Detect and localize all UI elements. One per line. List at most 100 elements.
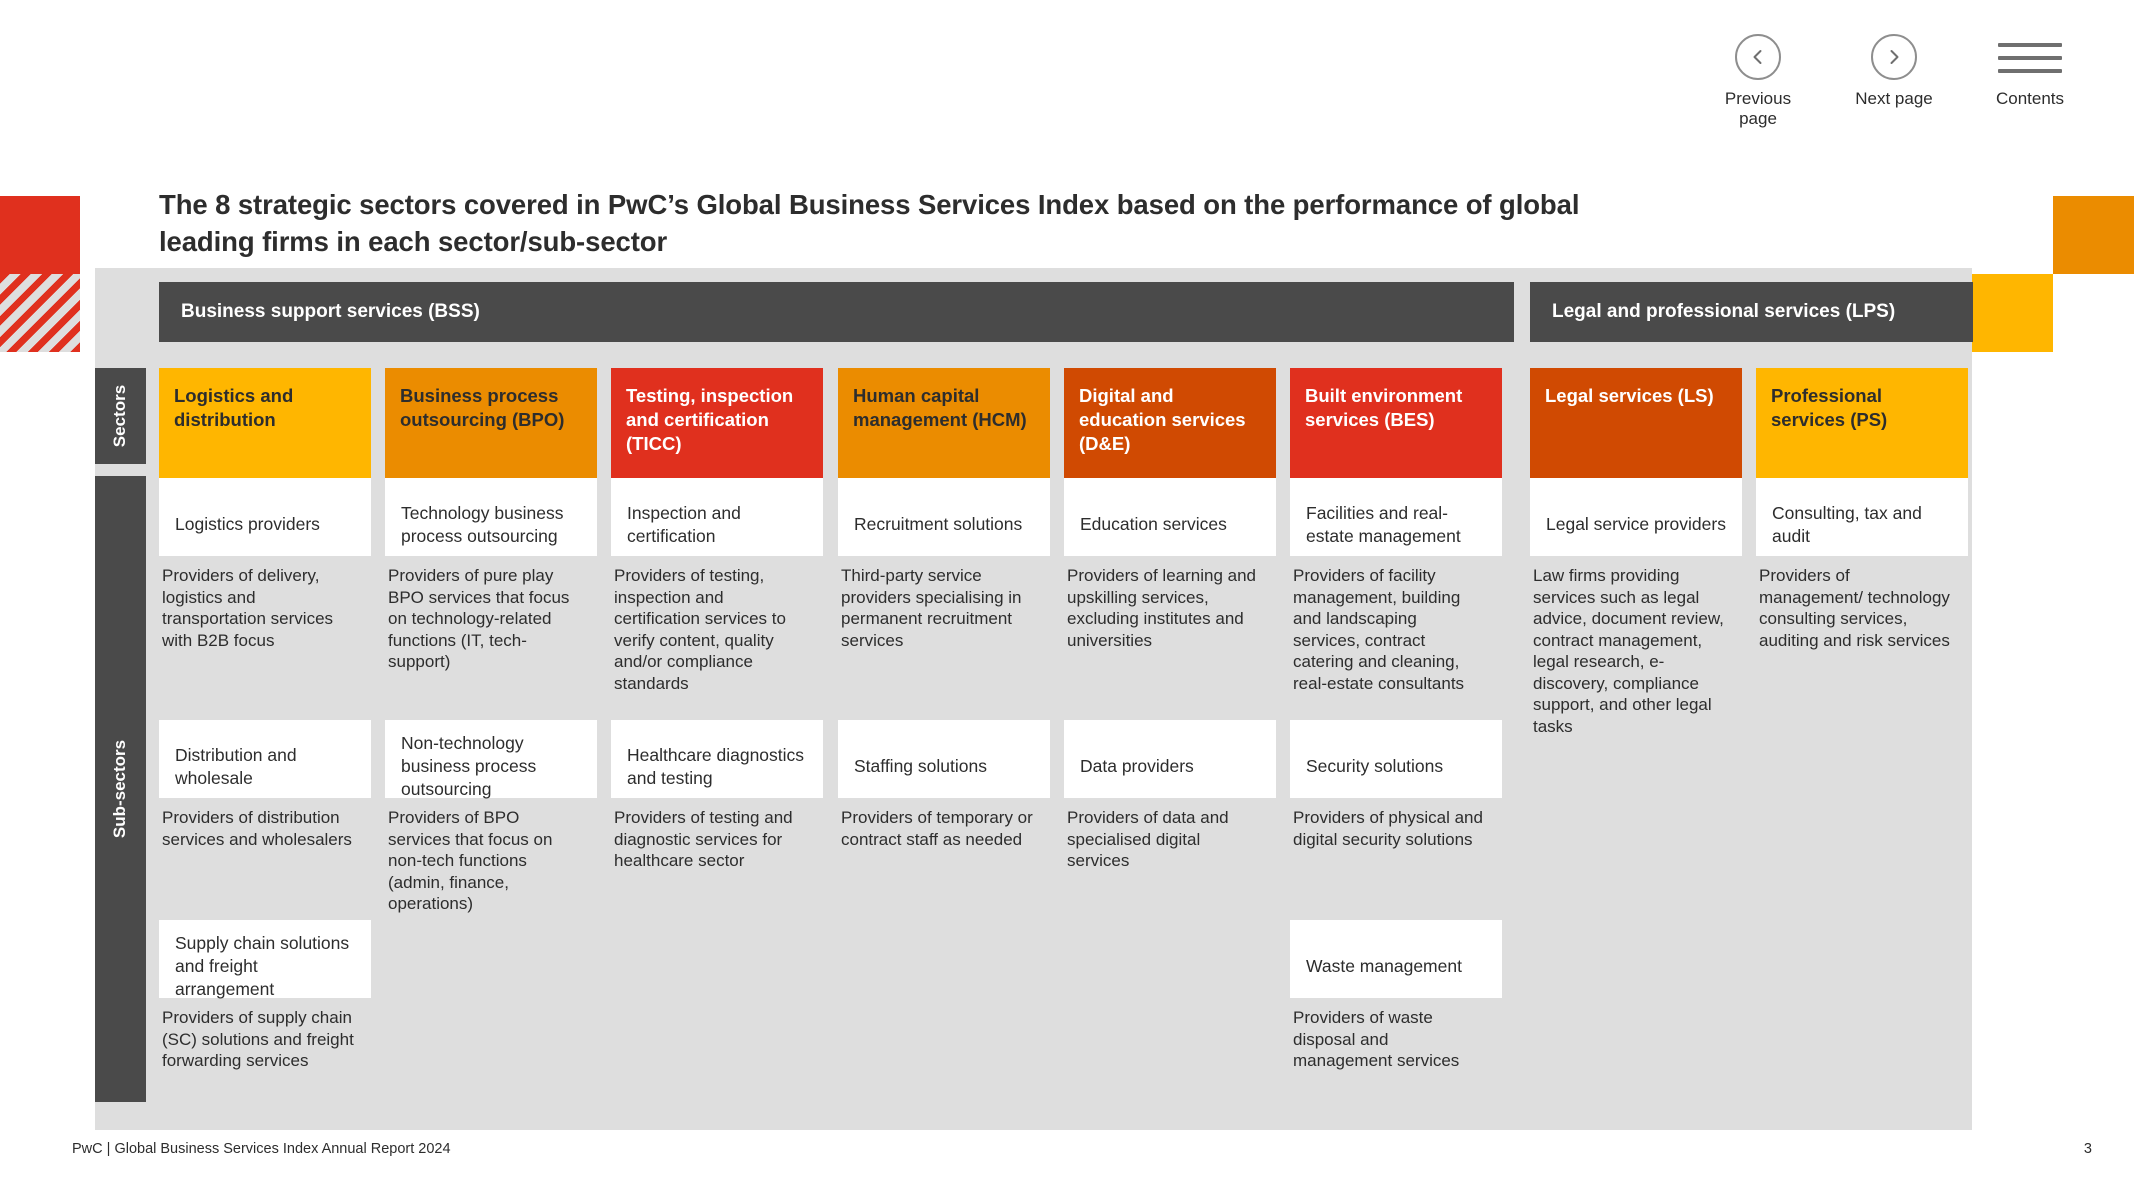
sector-header-card[interactable]: Legal services (LS) [1530,368,1742,478]
sector-header-label: Legal services (LS) [1545,385,1714,406]
sectors-rail-label: Sectors [110,384,130,448]
subsector-description: Providers of distribution services and w… [162,808,352,849]
chevron-left-icon [1735,34,1781,80]
subsector-name: Facilities and real-estate management [1306,502,1461,546]
subsector-name-card[interactable]: Waste management [1290,920,1502,998]
subsector-name: Supply chain solutions and freight arran… [175,933,350,999]
subsector-description: Providers of management/ technology cons… [1759,566,1950,650]
decoration-striped-square [0,274,80,352]
subsector-description: Providers of testing, inspection and cer… [614,566,786,693]
subsector-name-card[interactable]: Security solutions [1290,720,1502,798]
group-header-lps-label: Legal and professional services (LPS) [1552,301,1896,322]
subsector-description: Providers of pure play BPO services that… [388,566,570,671]
subsector-name: Distribution and wholesale [175,744,297,788]
subsector-block: Non-technology business process outsourc… [385,720,597,915]
subsector-description: Providers of delivery, logistics and tra… [162,566,334,650]
top-navigation: Previous page Next page Contents [1710,34,2078,129]
subsector-description: Third-party service providers specialisi… [841,566,1022,650]
group-header-bss: Business support services (BSS) [159,282,1514,342]
subsector-name-card[interactable]: Logistics providers [159,478,371,556]
subsector-name-card[interactable]: Inspection and certification [611,478,823,556]
decoration-yellow-square [1972,274,2053,352]
subsector-description: Providers of BPO services that focus on … [388,808,553,913]
subsector-name: Data providers [1080,756,1194,776]
next-page-button[interactable]: Next page [1846,34,1942,109]
sector-header-card[interactable]: Digital and education services (D&E) [1064,368,1276,478]
subsector-description: Law firms providing services such as leg… [1533,566,1724,736]
subsector-name-card[interactable]: Data providers [1064,720,1276,798]
subsector-description: Providers of learning and upskilling ser… [1067,566,1257,650]
subsector-name: Consulting, tax and audit [1772,502,1922,546]
subsector-name-card[interactable]: Non-technology business process outsourc… [385,720,597,799]
previous-page-button[interactable]: Previous page [1710,34,1806,129]
next-page-label: Next page [1855,89,1933,108]
footer-report-label: PwC | Global Business Services Index Ann… [72,1141,451,1157]
subsector-description: Providers of facility management, buildi… [1293,566,1465,693]
sector-header-label: Testing, inspection and certification (T… [626,385,794,454]
subsector-name: Inspection and certification [627,502,741,546]
hamburger-menu-icon [1998,34,2062,80]
decoration-orange-square [2053,196,2134,274]
subsector-name-card[interactable]: Supply chain solutions and freight arran… [159,920,371,999]
sector-header-card[interactable]: Human capital management (HCM) [838,368,1050,478]
subsector-name-card[interactable]: Recruitment solutions [838,478,1050,556]
sector-header-card[interactable]: Professional services (PS) [1756,368,1968,478]
subsector-name-card[interactable]: Legal service providers [1530,478,1742,556]
decoration-red-square [0,196,80,274]
sector-header-label: Logistics and distribution [174,385,294,430]
subsector-description: Providers of testing and diagnostic serv… [614,808,793,870]
sectors-rail: Sectors [95,368,146,464]
sector-header-label: Professional services (PS) [1771,385,1888,430]
sector-header-card[interactable]: Testing, inspection and certification (T… [611,368,823,478]
subsector-name: Security solutions [1306,756,1444,776]
subsector-name-card[interactable]: Distribution and wholesale [159,720,371,798]
subsector-name-card[interactable]: Education services [1064,478,1276,556]
subsector-name-card[interactable]: Healthcare diagnostics and testing [611,720,823,798]
subsectors-rail: Sub-sectors [95,476,146,1102]
subsector-description: Providers of supply chain (SC) solutions… [162,1008,354,1070]
sector-header-label: Digital and education services (D&E) [1079,385,1246,454]
sector-header-card[interactable]: Logistics and distribution [159,368,371,478]
subsector-description: Providers of physical and digital securi… [1293,808,1483,849]
subsector-name: Non-technology business process outsourc… [401,733,537,799]
sector-header-card[interactable]: Business process outsourcing (BPO) [385,368,597,478]
subsector-name-card[interactable]: Consulting, tax and audit [1756,478,1968,556]
subsector-name: Legal service providers [1546,514,1726,534]
chevron-right-icon [1871,34,1917,80]
sector-header-label: Human capital management (HCM) [853,385,1027,430]
subsector-name: Healthcare diagnostics and testing [627,744,805,788]
subsector-name-card[interactable]: Technology business process outsourcing [385,478,597,556]
subsector-name: Waste management [1306,956,1462,976]
sector-header-card[interactable]: Built environment services (BES) [1290,368,1502,478]
subsector-name-card[interactable]: Staffing solutions [838,720,1050,798]
page-title: The 8 strategic sectors covered in PwC’s… [159,189,1580,257]
subsector-name: Staffing solutions [854,756,987,776]
sector-header-label: Business process outsourcing (BPO) [400,385,565,430]
subsector-name: Recruitment solutions [854,514,1023,534]
contents-button[interactable]: Contents [1982,34,2078,109]
subsector-name: Education services [1080,514,1227,534]
group-header-bss-label: Business support services (BSS) [181,301,480,322]
subsector-description: Providers of data and specialised digita… [1067,808,1229,870]
previous-page-label: Previous page [1724,89,1792,128]
subsector-description: Providers of temporary or contract staff… [841,808,1033,849]
subsector-name: Technology business process outsourcing [401,502,564,546]
subsector-block: Supply chain solutions and freight arran… [159,920,371,1072]
subsector-name-card[interactable]: Facilities and real-estate management [1290,478,1502,556]
subsectors-rail-label: Sub-sectors [110,739,130,839]
contents-label: Contents [1995,89,2065,108]
